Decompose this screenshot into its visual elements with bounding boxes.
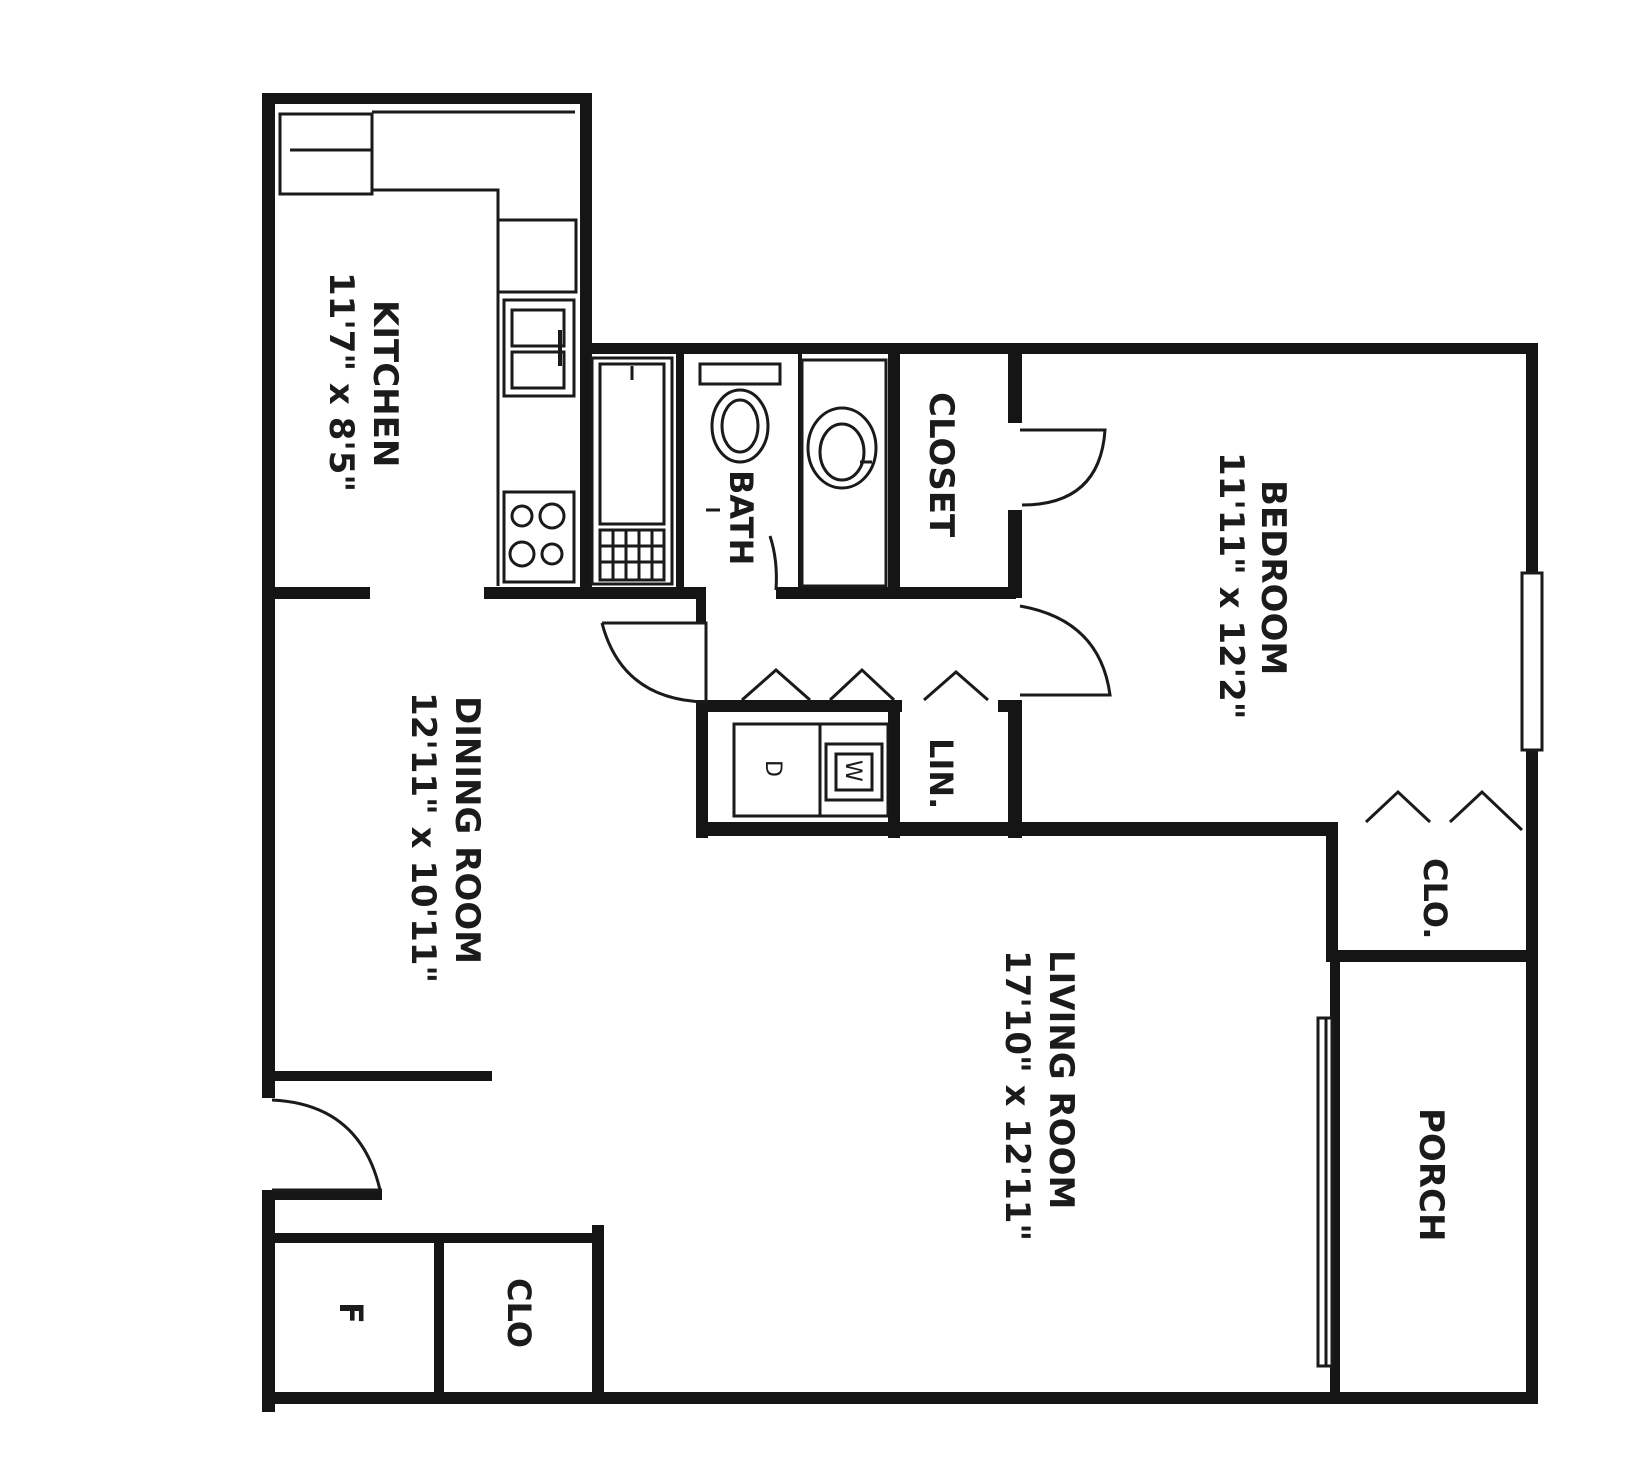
clo-right-bifold-2: [1448, 789, 1524, 832]
bedroom-name: BEDROOM: [1253, 480, 1293, 675]
bath-door-swing: [768, 535, 778, 591]
dining-size: 12'11" x 10'11": [403, 692, 443, 983]
furnace-name: F: [332, 1302, 370, 1324]
washer: [818, 722, 890, 818]
bathtub: [590, 356, 674, 586]
linen-bifold: [923, 670, 989, 702]
kitchen-size: 11'7" x 8'5": [321, 272, 361, 492]
walls: [262, 93, 1538, 1412]
bedroom-window: [1520, 571, 1544, 752]
doors: [271, 428, 1112, 1192]
toilet-bowl: [710, 388, 770, 464]
laundry-bifold-2: [828, 667, 896, 702]
kitchen-fixtures: [278, 110, 578, 586]
clo-right-name: CLO.: [1416, 858, 1454, 939]
entry-door-swing: [271, 1098, 382, 1191]
laundry: [732, 722, 890, 818]
toilet-tank: [698, 362, 782, 386]
stove: [502, 490, 576, 584]
windows: [1316, 571, 1544, 1368]
bedroom-door-swing: [1019, 604, 1112, 697]
dining-name: DINING ROOM: [447, 696, 487, 964]
bath-name: BATH: [722, 470, 760, 565]
bifold-doors: [741, 667, 1524, 832]
porch-name: PORCH: [1411, 1108, 1451, 1241]
bedroom-size: 11'11" x 12'2": [1211, 452, 1251, 719]
clo-right-bifold-1: [1364, 789, 1432, 824]
kitchen-name: KITCHEN: [365, 300, 405, 467]
living-name: LIVING ROOM: [1041, 950, 1081, 1209]
tub-drain-grid: [598, 528, 666, 582]
hall-door-swing: [600, 621, 708, 704]
closet-name: CLOSET: [921, 392, 961, 538]
clo-bottom-name: CLO: [500, 1278, 538, 1348]
washer-label: W: [840, 760, 865, 782]
linen-name: LIN.: [922, 738, 960, 809]
pantry-cabinet: [496, 218, 578, 294]
laundry-bifold-1: [741, 667, 811, 702]
refrigerator: [278, 112, 374, 196]
vanity: [800, 358, 888, 588]
dryer-label: D: [760, 760, 785, 777]
closet-door-swing: [1020, 428, 1107, 507]
bath-fixtures: [590, 356, 888, 591]
room-labels: KITCHEN 11'7" x 8'5" BATH CLOSET BEDROOM…: [321, 272, 1454, 1348]
living-size: 17'10" x 12'11": [997, 950, 1037, 1241]
kitchen-sink: [502, 298, 576, 398]
